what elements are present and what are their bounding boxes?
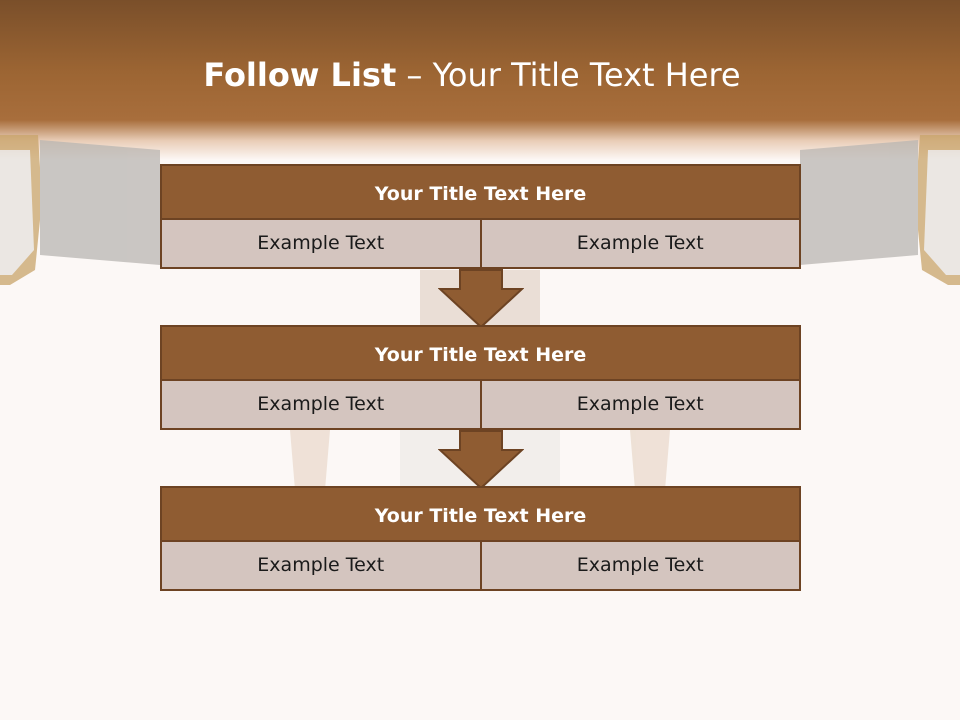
- block-row: Example Text Example Text: [160, 542, 801, 591]
- slide-title-bold: Follow List: [203, 56, 397, 94]
- down-arrow-icon: [438, 430, 524, 490]
- block-title: Your Title Text Here: [160, 486, 801, 542]
- block-cell-left: Example Text: [160, 381, 482, 430]
- block-cell-right: Example Text: [481, 220, 801, 269]
- follow-list: Your Title Text Here Example Text Exampl…: [160, 164, 801, 594]
- down-arrow-icon: [438, 269, 524, 329]
- list-block: Your Title Text Here Example Text Exampl…: [160, 486, 801, 591]
- header-band: [0, 0, 960, 160]
- block-title: Your Title Text Here: [160, 325, 801, 381]
- block-cell-left: Example Text: [160, 542, 482, 591]
- block-cell-right: Example Text: [481, 381, 801, 430]
- slide-title-rest: – Your Title Text Here: [406, 56, 741, 94]
- block-cell-right: Example Text: [481, 542, 801, 591]
- block-row: Example Text Example Text: [160, 220, 801, 269]
- block-row: Example Text Example Text: [160, 381, 801, 430]
- list-block: Your Title Text Here Example Text Exampl…: [160, 325, 801, 430]
- slide-title: Follow List – Your Title Text Here: [0, 56, 944, 94]
- block-title: Your Title Text Here: [160, 164, 801, 220]
- list-block: Your Title Text Here Example Text Exampl…: [160, 164, 801, 269]
- block-cell-left: Example Text: [160, 220, 482, 269]
